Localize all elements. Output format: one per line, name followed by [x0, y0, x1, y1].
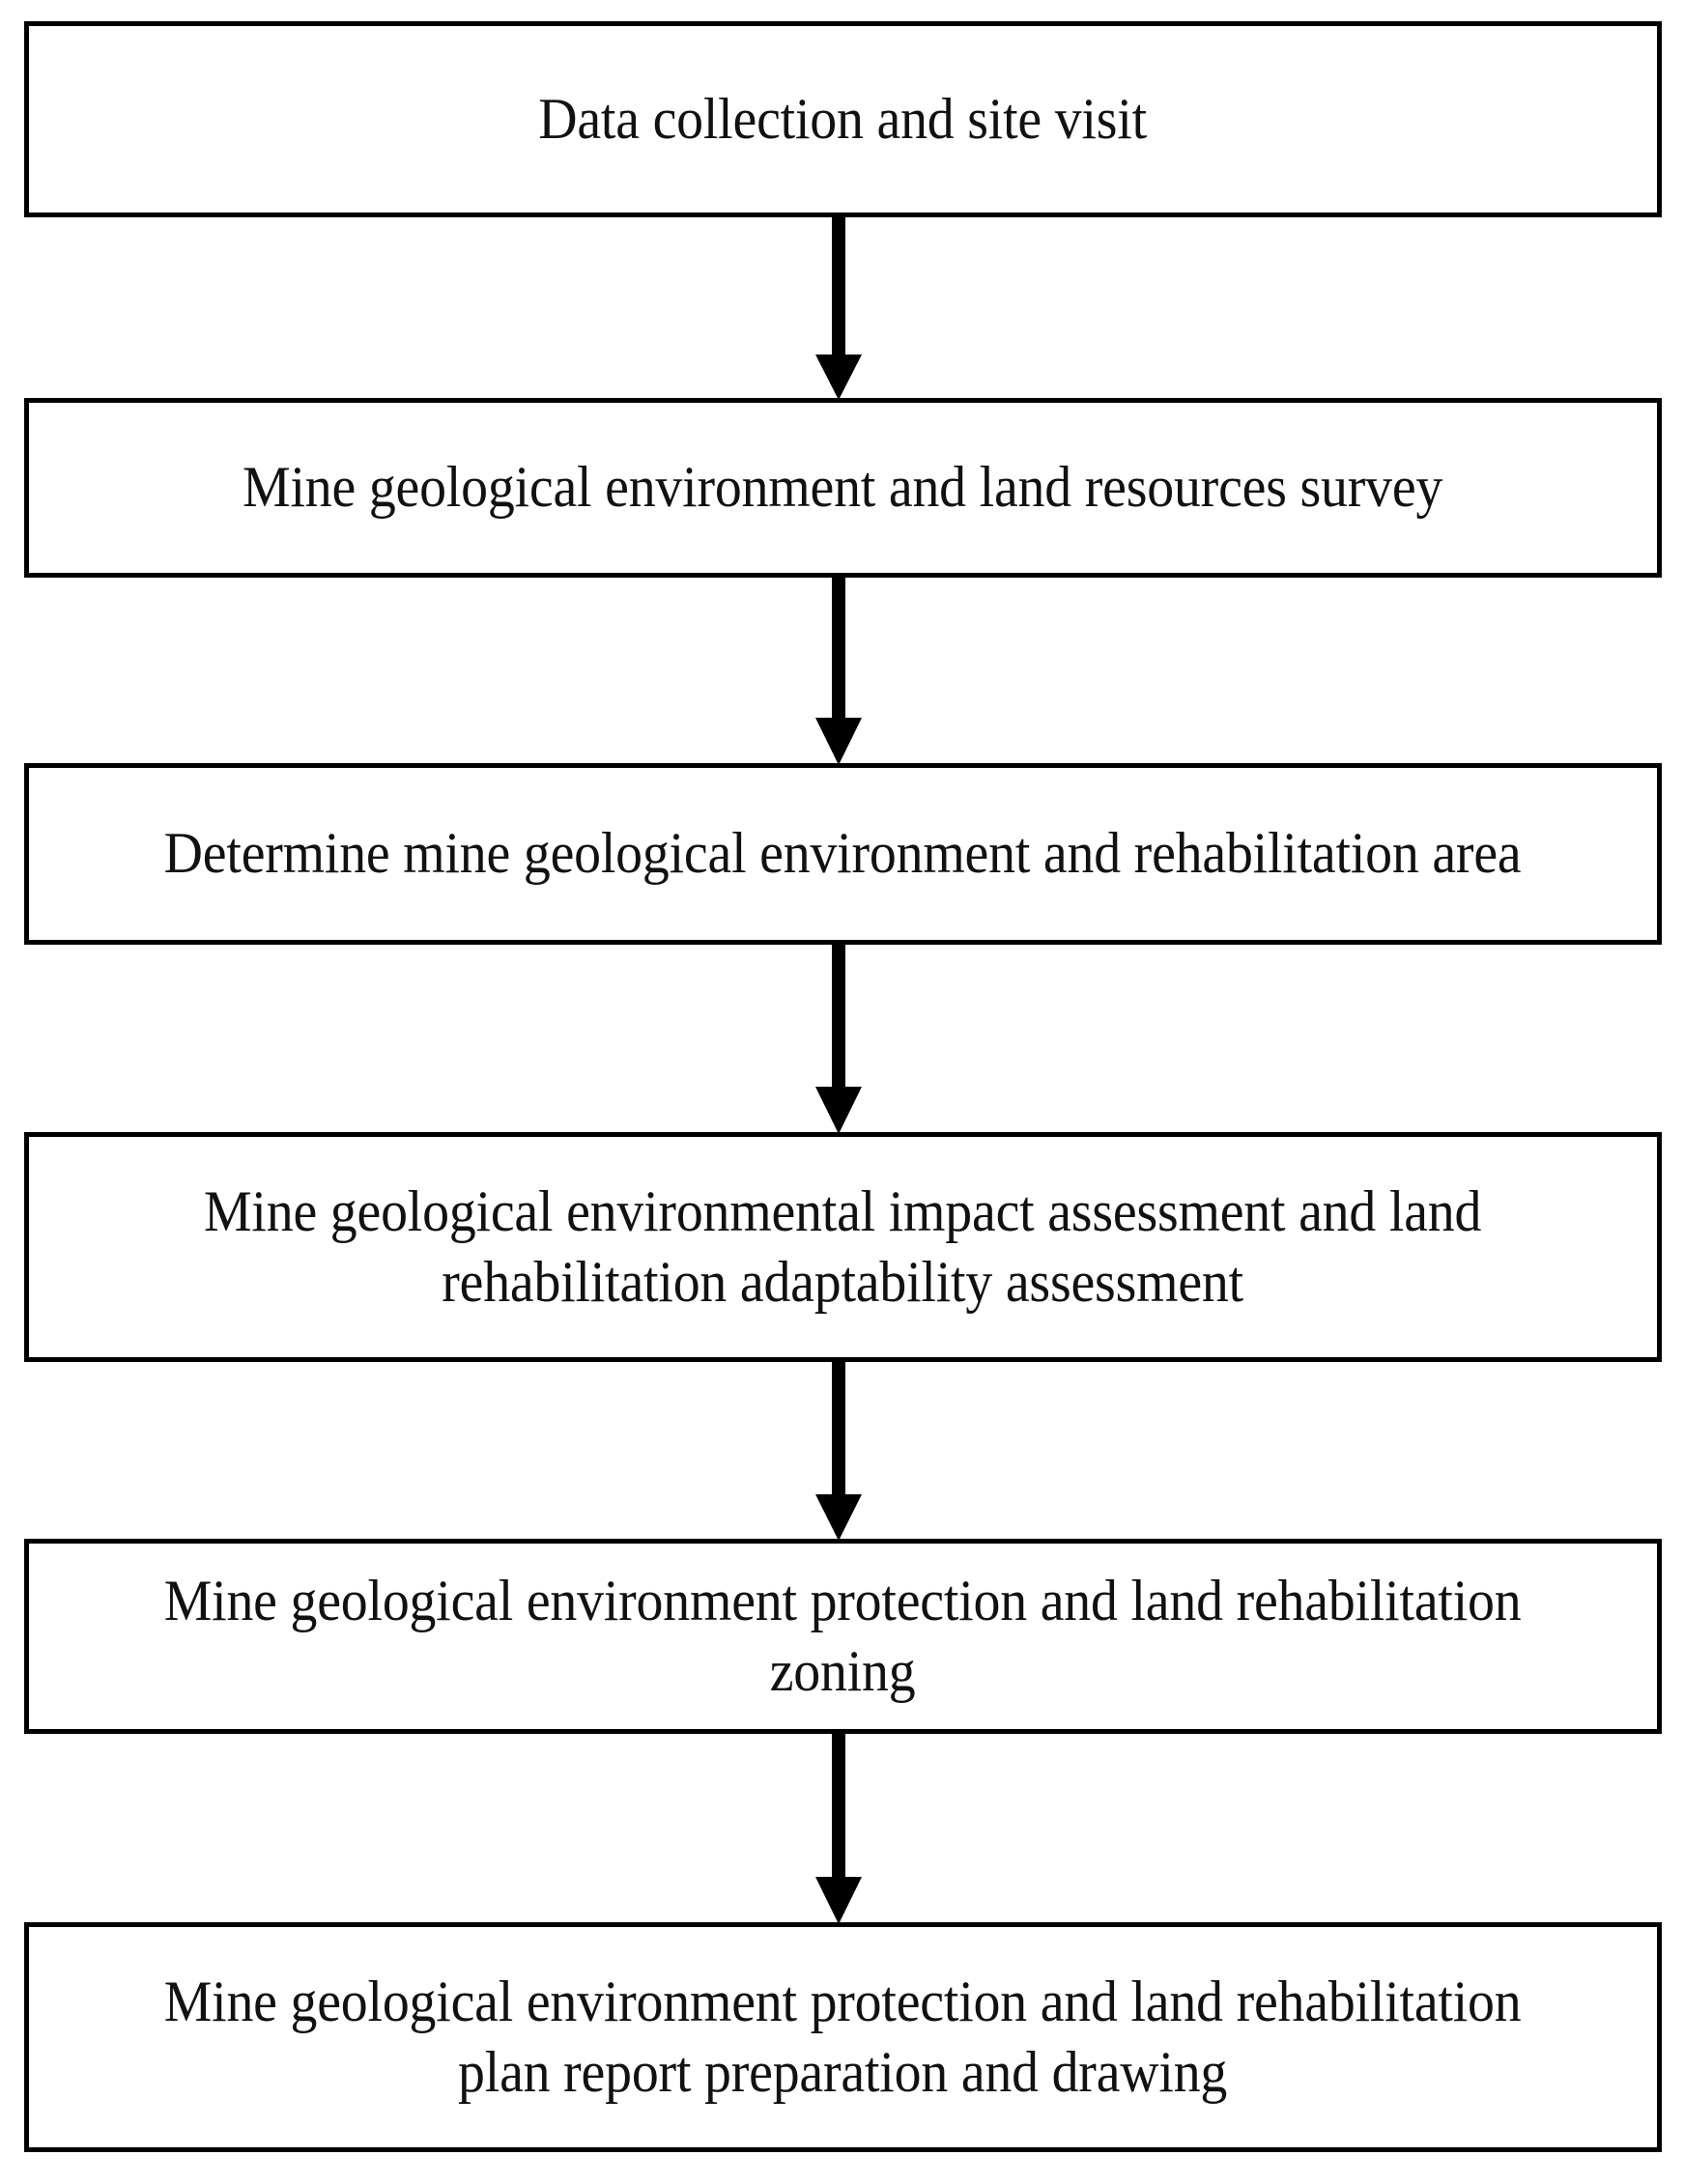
- flowchart-node-step-5: Mine geological environment protection a…: [24, 1539, 1662, 1734]
- arrow-shaft: [832, 1732, 845, 1880]
- flowchart-node-label: Mine geological environmental impact ass…: [204, 1178, 1482, 1314]
- arrowhead-down-icon: [815, 355, 862, 400]
- flowchart-node-step-4: Mine geological environmental impact ass…: [24, 1132, 1662, 1362]
- flowchart-arrow-step-3-to-step-4: [814, 943, 863, 1134]
- flowchart-node-step-6: Mine geological environment protection a…: [24, 1922, 1662, 2152]
- flowchart-arrow-step-1-to-step-2: [814, 216, 863, 400]
- flowchart-node-label: Determine mine geological environment an…: [164, 821, 1522, 886]
- flowchart-node-label: Mine geological environment and land res…: [243, 455, 1443, 520]
- arrow-shaft: [832, 576, 845, 721]
- flowchart-node-label: Data collection and site visit: [538, 86, 1148, 151]
- arrow-shaft: [832, 216, 845, 357]
- flowchart-arrow-step-5-to-step-6: [814, 1732, 863, 1924]
- flowchart-arrow-step-4-to-step-5: [814, 1360, 863, 1541]
- arrow-shaft: [832, 943, 845, 1090]
- arrowhead-down-icon: [815, 1494, 862, 1541]
- arrow-shaft: [832, 1360, 845, 1497]
- arrowhead-down-icon: [815, 1087, 862, 1134]
- flowchart-node-step-1: Data collection and site visit: [24, 21, 1662, 217]
- flowchart-node-step-3: Determine mine geological environment an…: [24, 763, 1662, 945]
- flowchart-node-step-2: Mine geological environment and land res…: [24, 398, 1662, 578]
- arrowhead-down-icon: [815, 1877, 862, 1924]
- arrowhead-down-icon: [815, 718, 862, 765]
- flowchart-arrow-step-2-to-step-3: [814, 576, 863, 765]
- flowchart-node-label: Mine geological environment protection a…: [164, 1969, 1522, 2104]
- flowchart-node-label: Mine geological environment protection a…: [164, 1568, 1522, 1703]
